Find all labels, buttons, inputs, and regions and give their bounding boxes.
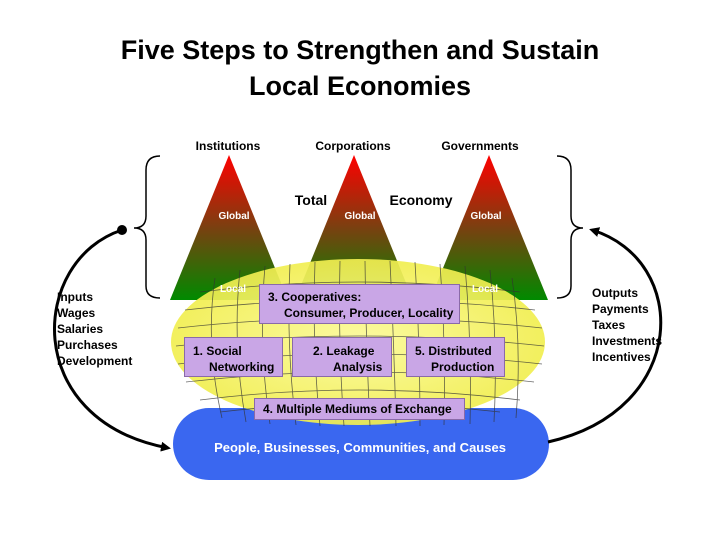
- step-box-multiple-mediums: 4. Multiple Mediums of Exchange: [254, 398, 465, 420]
- outputs-item: Outputs: [592, 286, 638, 300]
- inputs-item: Development: [57, 354, 133, 368]
- global-label-corporations: Global: [344, 211, 375, 222]
- distributed-line-2: Production: [431, 360, 495, 374]
- social-line-1: 1. Social: [193, 344, 242, 358]
- outputs-item: Investments: [592, 334, 663, 348]
- economy-label: Economy: [389, 192, 452, 208]
- inputs-item: Purchases: [57, 338, 118, 352]
- pyramid-institutions: [170, 155, 288, 300]
- step-box-distributed-production: 5. Distributed Production: [406, 337, 505, 377]
- inputs-arrow: [53, 228, 171, 452]
- diagram-title: Five Steps to Strengthen and Sustain Loc…: [0, 32, 720, 104]
- cooperatives-line-1: 3. Cooperatives:: [268, 290, 362, 304]
- total-label: Total: [295, 192, 327, 208]
- outputs-item: Taxes: [592, 318, 626, 332]
- inputs-list: Inputs Wages Salaries Purchases Developm…: [57, 289, 132, 369]
- cooperatives-line-2: Consumer, Producer, Locality: [284, 306, 454, 320]
- step-box-social-networking: 1. Social Networking: [184, 337, 283, 377]
- outputs-arrow: [547, 227, 663, 444]
- social-line-2: Networking: [209, 360, 275, 374]
- step-box-leakage-analysis: 2. Leakage Analysis: [292, 337, 392, 377]
- mediums-label: 4. Multiple Mediums of Exchange: [263, 402, 452, 416]
- outputs-list: Outputs Payments Taxes Investments Incen…: [592, 285, 662, 365]
- base-blob: [173, 408, 549, 480]
- right-brace: [556, 155, 584, 299]
- inputs-arrow-start-dot: [117, 225, 127, 235]
- local-label-institutions: Local: [220, 284, 246, 295]
- inputs-item: Inputs: [57, 290, 93, 304]
- distributed-line-1: 5. Distributed: [415, 344, 492, 358]
- title-line-2: Local Economies: [248, 71, 472, 101]
- outputs-item: Payments: [592, 302, 649, 316]
- pyramid-label-corporations: Corporations: [315, 139, 391, 153]
- outputs-item: Incentives: [592, 350, 651, 364]
- pyramid-governments: [430, 155, 548, 300]
- pyramid-label-governments: Governments: [441, 139, 519, 153]
- pyramid-label-institutions: Institutions: [196, 139, 261, 153]
- global-label-governments: Global: [470, 211, 501, 222]
- global-label-institutions: Global: [218, 211, 249, 222]
- inputs-item: Wages: [57, 306, 96, 320]
- step-box-cooperatives: 3. Cooperatives: Consumer, Producer, Loc…: [259, 284, 460, 324]
- inputs-item: Salaries: [57, 322, 104, 336]
- title-line-1: Five Steps to Strengthen and Sustain: [120, 35, 600, 65]
- leakage-line-2: Analysis: [333, 360, 383, 374]
- leakage-line-1: 2. Leakage: [313, 344, 375, 358]
- left-brace: [133, 155, 161, 299]
- base-label: People, Businesses, Communities, and Cau…: [214, 440, 506, 455]
- local-label-governments: Local: [472, 284, 498, 295]
